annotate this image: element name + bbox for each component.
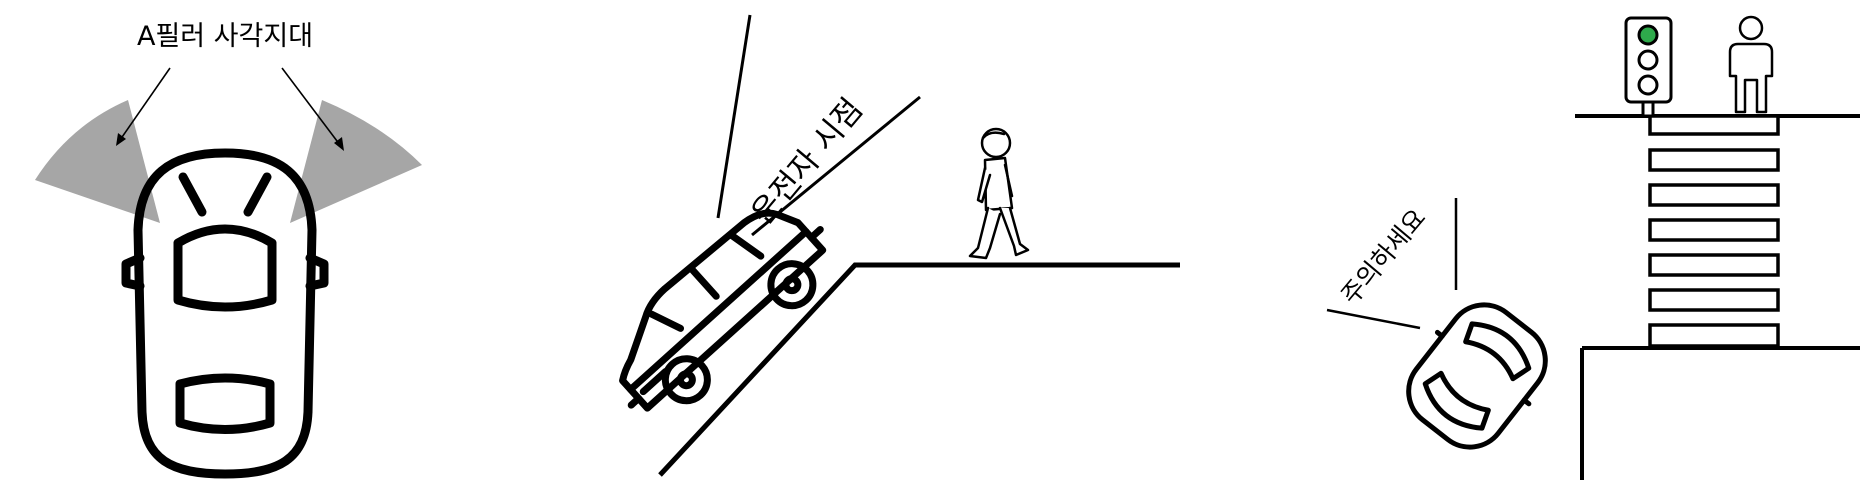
sight-line-upper [716, 14, 752, 219]
pillar-label: A필러 사각지대 [137, 21, 313, 52]
car-top-icon-angled [1406, 302, 1548, 450]
right-blind-zone [290, 100, 422, 223]
pillar-panel: A필러 사각지대 [35, 21, 422, 479]
left-pointer-arrow [119, 67, 171, 141]
standing-person-icon [1728, 15, 1774, 114]
suv-side-icon [619, 209, 827, 412]
car-top-icon [121, 148, 329, 479]
left-arrowhead [116, 133, 126, 146]
left-blind-zone [35, 100, 160, 223]
walking-person-icon [968, 127, 1030, 260]
right-pointer-arrow [281, 67, 341, 146]
crosswalk-icon [1648, 114, 1780, 348]
crossing-panel: 주의하세요 [1326, 15, 1860, 480]
slope-ground [658, 262, 1180, 477]
right-arrowhead [334, 137, 344, 151]
warning-line-left [1326, 308, 1421, 330]
crossing-label: 주의하세요 [1335, 203, 1431, 310]
slope-panel: 운전자 시점 [619, 14, 1180, 477]
traffic-light-icon [1624, 16, 1673, 118]
